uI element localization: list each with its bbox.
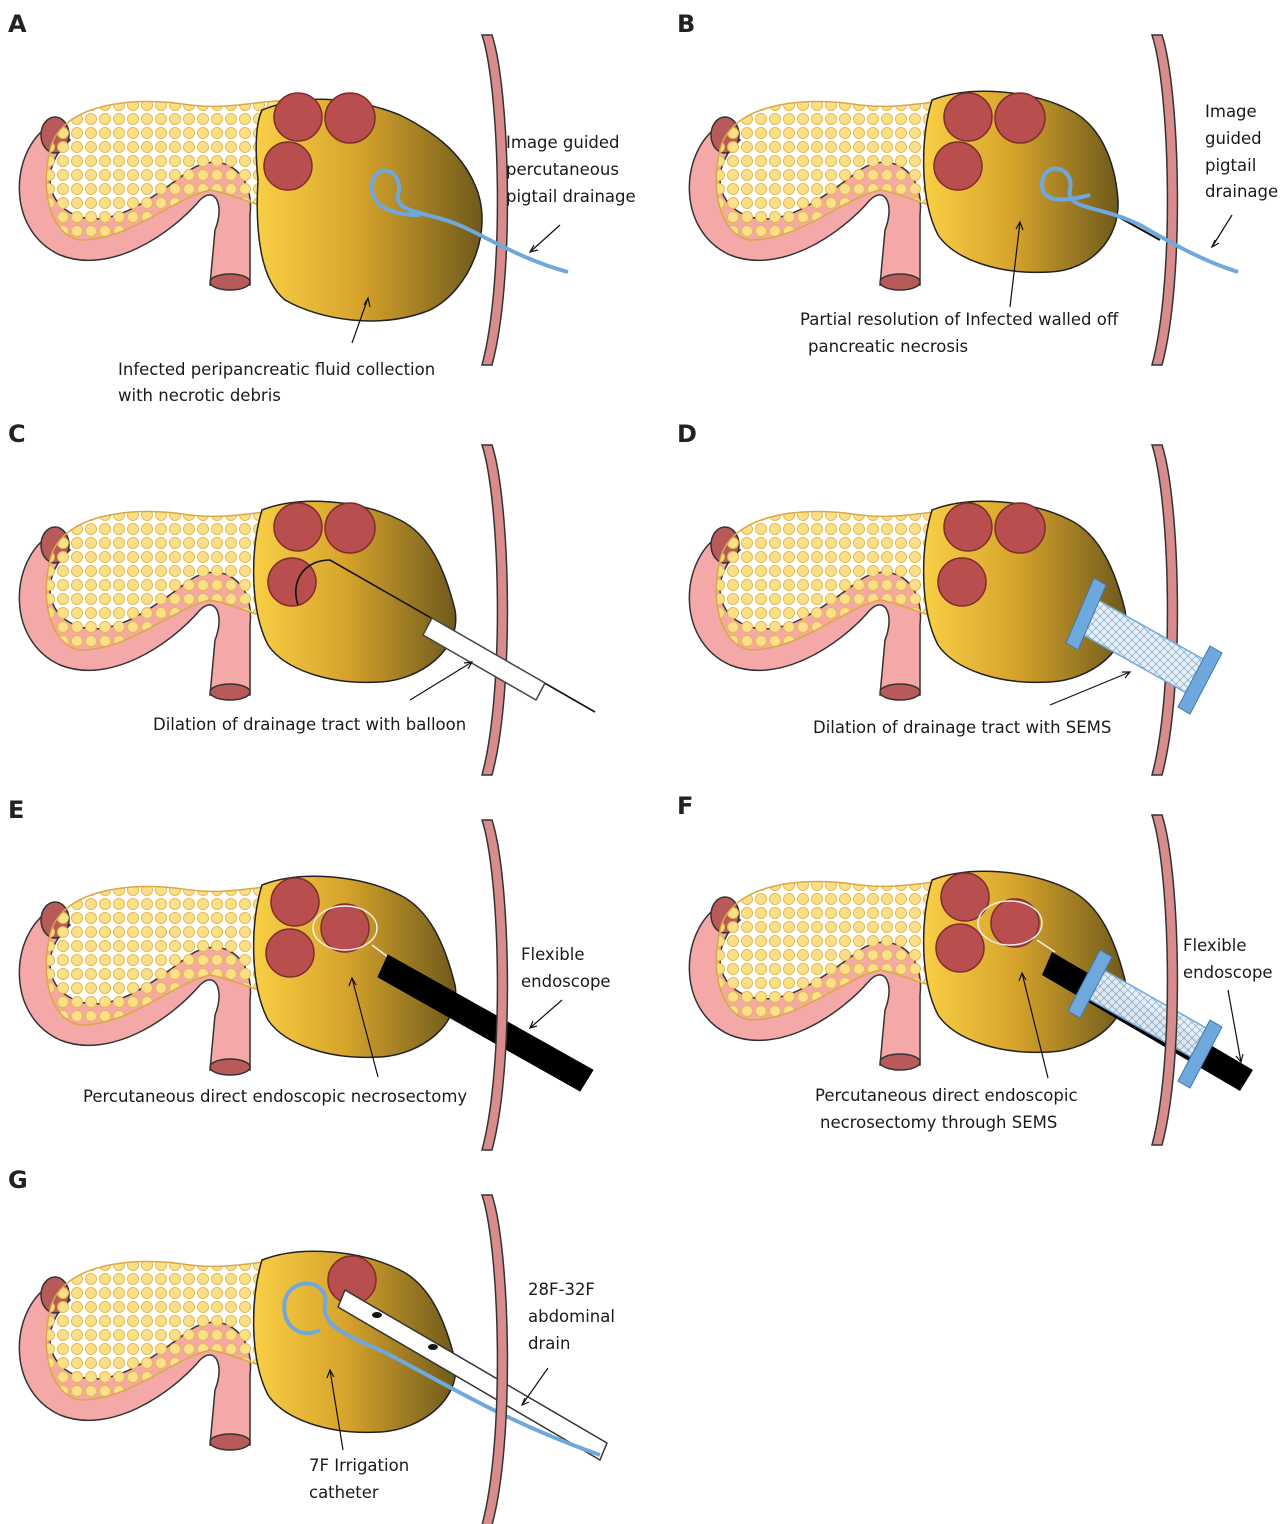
- side-note-a: Image guided percutaneous pigtail draina…: [506, 133, 636, 206]
- side-note-g: 28F-32F abdominal drain: [528, 1280, 620, 1353]
- panel-label-d: D: [677, 420, 697, 448]
- dilation-balloon: [423, 618, 545, 700]
- panel-label-a: A: [8, 10, 27, 38]
- abdominal-wall: [482, 35, 507, 365]
- caption-d: Dilation of drainage tract with SEMS: [813, 718, 1111, 737]
- abdominal-wall: [1152, 445, 1177, 775]
- panel-e: E Percutaneous direct endoscopic necrose…: [8, 796, 611, 1150]
- panel-label-g: G: [8, 1166, 28, 1194]
- abdominal-wall: [1152, 815, 1177, 1145]
- caption-b: Partial resolution of Infected walled of…: [800, 310, 1123, 356]
- panel-a: A Infected peripancreatic fluid collecti…: [8, 10, 636, 405]
- caption-a: Infected peripancreatic fluid collection…: [118, 360, 440, 405]
- panel-label-c: C: [8, 420, 26, 448]
- panel-c: C Dilation of drainage tract with balloo…: [8, 420, 595, 775]
- abdominal-wall: [1152, 35, 1177, 365]
- note-arrow: [522, 1368, 548, 1405]
- abdominal-wall: [482, 820, 507, 1150]
- vessel-end: [210, 1059, 250, 1075]
- vessel-end: [880, 274, 920, 290]
- drain-side-hole: [428, 1344, 438, 1350]
- panel-g: G 7F Irrigation catheter 28F-32F: [8, 1166, 620, 1524]
- panel-d: D Dilation of drainage tract with SEMS: [677, 420, 1222, 775]
- caption-e: Percutaneous direct endoscopic necrosect…: [83, 1087, 467, 1106]
- caption-f: Percutaneous direct endoscopic necrosect…: [815, 1086, 1083, 1132]
- anatomy-a: [19, 35, 568, 365]
- note-arrow: [1212, 215, 1232, 247]
- caption-c: Dilation of drainage tract with balloon: [153, 715, 466, 734]
- vessel-end: [210, 1434, 250, 1450]
- vessel-end: [210, 684, 250, 700]
- side-note-e: Flexible endoscope: [521, 945, 611, 991]
- side-note-b: Image guided pigtail drainage: [1205, 102, 1278, 201]
- panel-b: B Partial resolution of Infected walled …: [677, 10, 1278, 365]
- vessel-end: [880, 684, 920, 700]
- caption-g: 7F Irrigation catheter: [309, 1456, 414, 1502]
- panel-label-f: F: [677, 792, 693, 820]
- side-note-f: Flexible endoscope: [1183, 936, 1273, 982]
- panel-f: F Percutaneous direct endoscopic necro: [677, 792, 1273, 1145]
- note-arrow: [1228, 990, 1241, 1062]
- note-arrow: [530, 1000, 562, 1028]
- drain-side-hole: [372, 1312, 382, 1318]
- panel-label-b: B: [677, 10, 695, 38]
- abdominal-wall: [482, 1195, 507, 1524]
- vessel-end: [210, 274, 250, 290]
- note-arrow: [530, 225, 560, 252]
- abdominal-wall: [482, 445, 507, 775]
- vessel-end: [880, 1054, 920, 1070]
- panel-label-e: E: [8, 796, 24, 824]
